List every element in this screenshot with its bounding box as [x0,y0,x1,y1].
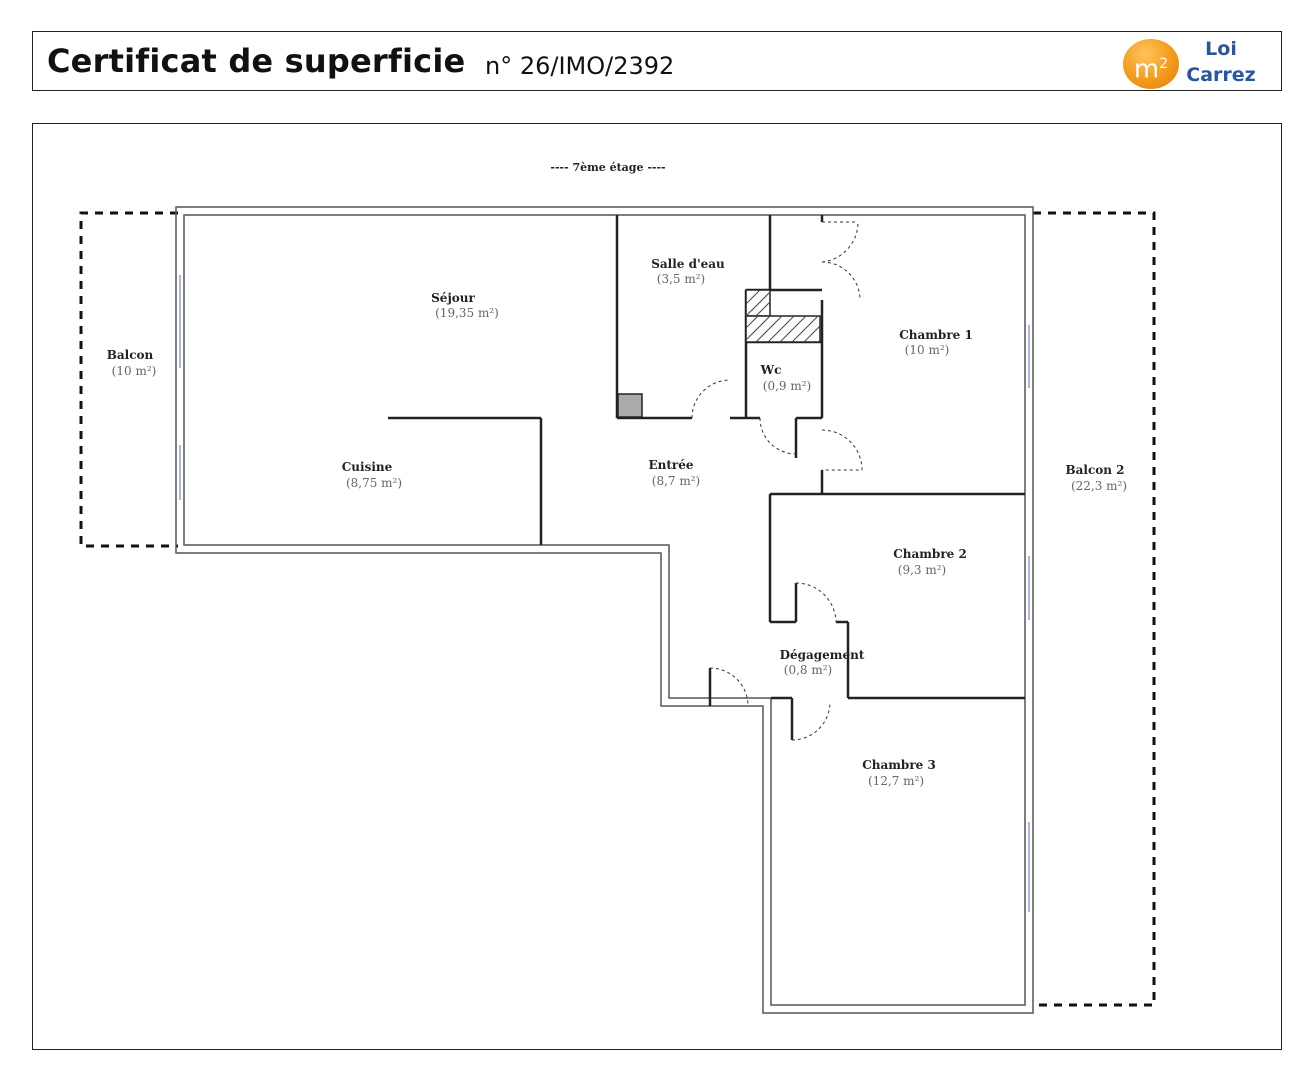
room-label-sejour: Séjour (19,35 m²) [431,291,499,320]
room-area: (0,8 m²) [784,663,832,677]
loi-carrez-logo: Loi Carrez [1181,36,1261,88]
room-label-balcon: Balcon (10 m²) [107,348,157,378]
floor-plan-frame [32,123,1282,1050]
balcony-2-outline [1033,211,1156,1007]
room-name: Séjour [431,291,475,305]
door-swing [821,429,863,471]
room-name: Chambre 2 [893,547,967,561]
room-label-balcon-2: Balcon 2 (22,3 m²) [1065,463,1127,493]
room-label-chambre-1: Chambre 1 (10 m²) [899,328,973,357]
room-area: (8,75 m²) [346,476,402,490]
door-swing [759,417,797,455]
room-label-entree: Entrée (8,7 m²) [648,458,700,488]
room-name: Balcon 2 [1065,463,1124,477]
room-name: Chambre 1 [899,328,973,342]
room-area: (10 m²) [905,343,950,357]
balcony-1-outline [79,211,178,548]
room-area: (22,3 m²) [1071,479,1127,493]
door-swings [691,221,863,741]
room-label-cuisine: Cuisine (8,75 m²) [342,460,402,490]
exterior-wall-outer [175,206,1034,1014]
room-area: (12,7 m²) [868,774,924,788]
room-name: Cuisine [342,460,393,474]
duct-shaft [617,393,643,418]
room-area: (9,3 m²) [898,563,946,577]
room-name: Entrée [648,458,693,472]
room-label-salle-d-eau: Salle d'eau (3,5 m²) [651,257,725,286]
balcony-outlines [79,211,1156,1007]
door-swing [791,701,831,741]
room-name: Dégagement [780,648,865,662]
room-area: (0,9 m²) [763,379,811,393]
room-label-wc: Wc (0,9 m²) [760,363,812,393]
room-label-degagement: Dégagement (0,8 m²) [780,648,865,677]
certificate-title: Certificat de superficie [47,42,466,80]
room-label-chambre-2: Chambre 2 (9,3 m²) [893,547,967,577]
room-name: Chambre 3 [862,758,936,772]
room-area: (19,35 m²) [435,306,499,320]
room-area: (8,7 m²) [652,474,700,488]
door-swing [821,261,861,301]
room-label-chambre-3: Chambre 3 (12,7 m²) [862,758,936,788]
floor-label: ---- 7ème étage ---- [550,161,665,174]
door-swing [691,379,731,419]
logo-line-2: Carrez [1186,64,1256,86]
certificate-number: n° 26/IMO/2392 [485,52,675,80]
certificate-header: Certificat de superficie n° 26/IMO/2392 … [32,31,1282,91]
logo-line-1: Loi [1205,38,1237,60]
room-name: Wc [760,363,782,377]
m2-logo-icon: m2 [1123,39,1179,89]
door-swing [821,221,859,263]
interior-partitions [388,215,1025,740]
room-area: (10 m²) [112,364,157,378]
fixtures [617,289,821,418]
door-swing [795,582,837,623]
windows [179,275,1030,912]
room-name: Salle d'eau [651,257,725,271]
room-area: (3,5 m²) [657,272,705,286]
door-swing [709,667,749,707]
room-name: Balcon [107,348,154,362]
